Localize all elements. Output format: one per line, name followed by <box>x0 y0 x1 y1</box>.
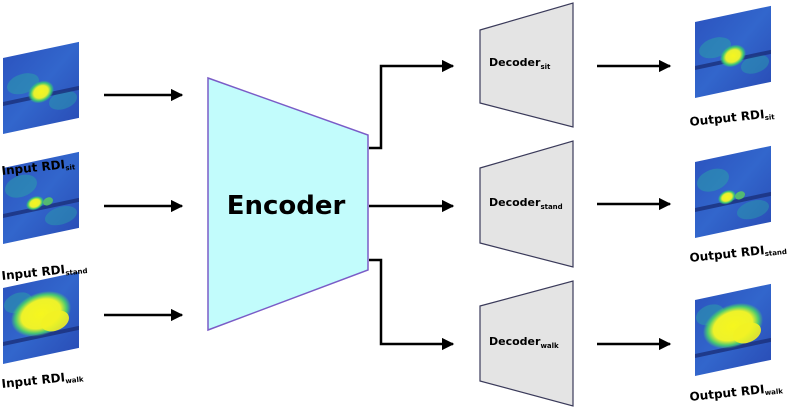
arrow-encoder-to-decoder-walk <box>369 258 455 351</box>
decoder-stand-label: Decoderstand <box>489 196 563 211</box>
decoder-sit-label: Decodersit <box>489 56 551 71</box>
decoder-walk-label: Decoderwalk <box>489 335 559 350</box>
encoder-label: Encoder <box>227 191 346 221</box>
input-rdi-sit-heatmap <box>3 41 79 134</box>
input-label-walk: Input RDIwalk <box>1 368 84 392</box>
decoder-walk-block <box>479 280 574 407</box>
output-rdi-walk-heatmap <box>695 283 771 376</box>
output-label-walk: Output RDIwalk <box>689 380 784 405</box>
encoder-block <box>207 76 369 332</box>
input-label-stand: Input RDIstand <box>1 260 88 284</box>
output-label-stand: Output RDIstand <box>689 241 787 266</box>
output-rdi-stand-heatmap <box>695 145 771 238</box>
decoder-stand-block <box>479 140 574 268</box>
input-rdi-walk-heatmap <box>3 271 79 364</box>
input-label-sit: Input RDIsit <box>1 156 76 179</box>
output-label-sit: Output RDIsit <box>689 106 776 130</box>
arrow-encoder-to-decoder-sit <box>369 59 455 150</box>
decoder-sit-block <box>479 2 574 128</box>
output-rdi-sit-heatmap <box>695 5 771 98</box>
